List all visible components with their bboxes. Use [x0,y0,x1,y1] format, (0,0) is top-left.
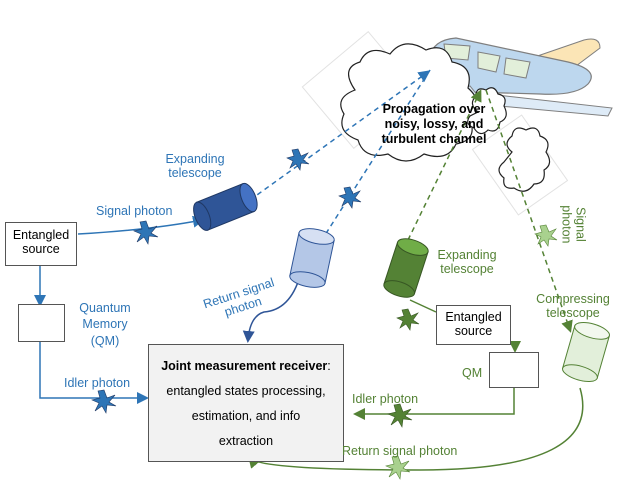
photon-icon [286,148,310,171]
entangled-source-right-label: Entangled source [445,310,502,339]
expanding-telescope-left-label: Expanding telescope [165,152,225,181]
receiver-box [148,344,344,462]
blue-dashed-links [249,69,431,249]
idler-path-right [353,388,515,420]
receiver-title: Joint measurement receiver [161,359,328,373]
expanding-telescope-left-icon [193,182,258,231]
entangled-source-left-box [5,222,77,266]
photon-icon [91,389,117,414]
entangled-source-left-label: Entangled source [12,228,70,257]
entangled-source-right-box [436,305,511,345]
green-dashed-links [407,89,573,333]
receiver-line-3: extraction [218,434,274,448]
propagation-label: Propagation over noisy, lossy, and turbu… [381,102,487,146]
receiver-colon: : [327,359,331,373]
receiver-line-2: estimation, and info [191,409,301,423]
receiver-title-line: Joint measurement receiver: [150,354,342,379]
return-path-bottom [248,387,584,471]
photon-icon [385,455,411,480]
signal-photon-right-label: Signal photon [559,205,588,244]
photon-icon [387,403,413,428]
compressing-telescope-icon [562,321,610,383]
photon-icon [133,220,159,245]
signal-photon-left-label: Signal photon [96,204,173,218]
return-signal-photon-bottom-label: Return signal photon [342,444,458,458]
return-telescope-left-icon [289,228,335,288]
quantum-memory-box [18,304,65,342]
qm-right-label: QM [462,366,483,380]
compressing-telescope-label: Compressing telescope [536,292,610,321]
source-right-to-telescope [409,299,437,313]
qm-right-box [489,352,539,388]
expanding-telescope-right-icon [383,238,429,298]
return-path-left [242,275,301,343]
quantum-memory-label: Quantum Memory (QM) [79,301,131,348]
idler-photon-left-label: Idler photon [64,376,131,390]
photon-icon [396,308,420,331]
receiver-text: Joint measurement receiver: entangled st… [150,354,342,454]
idler-photon-right-label: Idler photon [352,392,419,406]
receiver-line-1: entangled states processing, [166,384,326,398]
expanding-telescope-right-label: Expanding telescope [437,248,497,277]
photon-icon [338,186,362,209]
photon-icon [534,224,558,247]
